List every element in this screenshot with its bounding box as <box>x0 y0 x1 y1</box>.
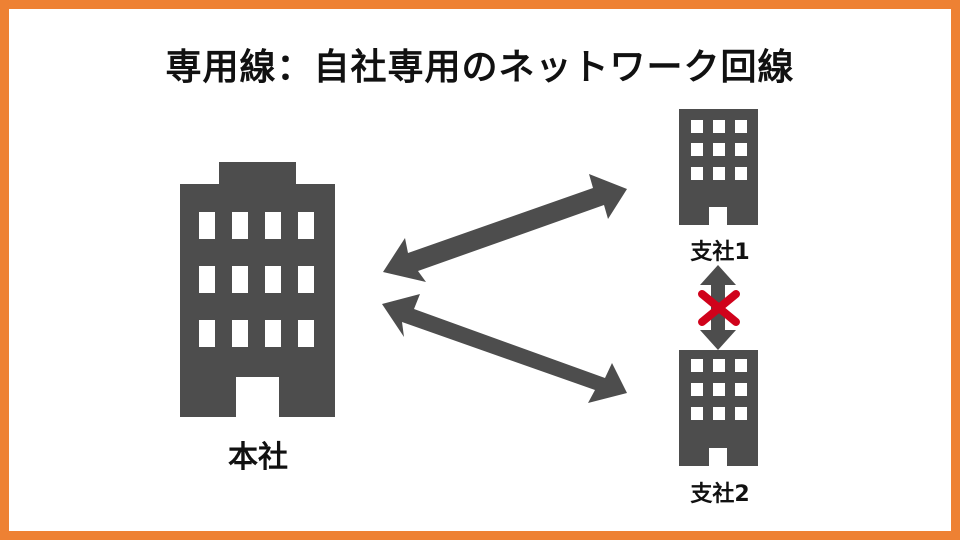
headquarters-label: 本社 <box>228 440 288 475</box>
hq-branch2-link-arrow <box>382 294 627 403</box>
branch1-label: 支社1 <box>690 240 750 265</box>
branch2-label: 支社2 <box>690 482 750 507</box>
cross-icon <box>698 290 740 326</box>
hq-branch1-link-arrow <box>383 174 627 282</box>
branch2-building-icon <box>679 350 758 466</box>
headquarters-building-icon <box>180 162 335 417</box>
slide-title: 専用線：自社専用のネットワーク回線 <box>165 47 795 88</box>
branch1-building-icon <box>679 109 758 225</box>
